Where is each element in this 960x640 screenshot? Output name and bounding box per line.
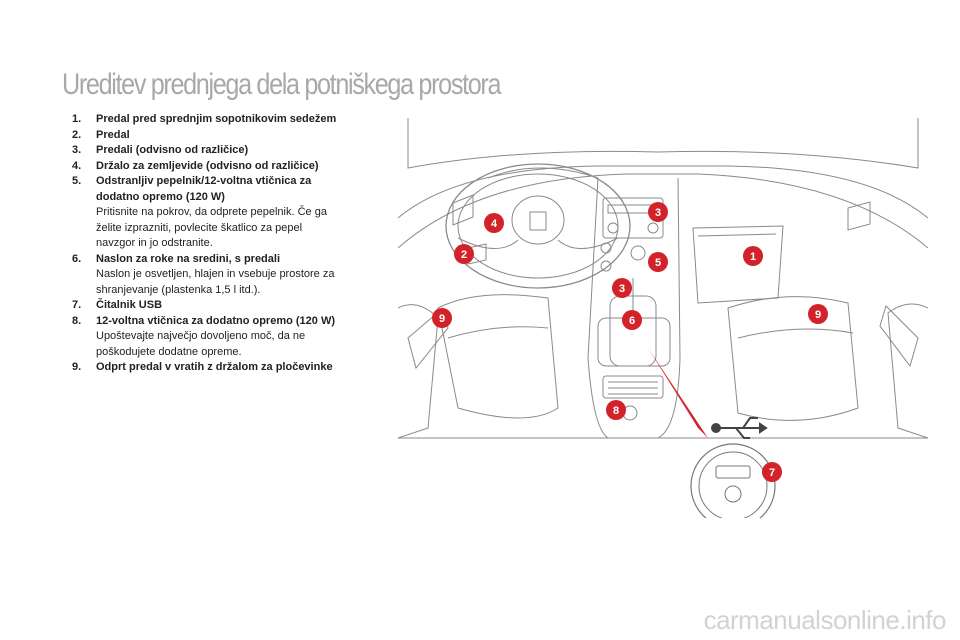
callout-6: 6 <box>622 310 642 330</box>
item-title: Čitalnik USB <box>96 298 342 314</box>
svg-text:6: 6 <box>629 315 635 327</box>
legend-item-4: 4. Držalo za zemljevide (odvisno od razl… <box>72 159 342 175</box>
item-number: 7. <box>72 298 81 314</box>
usb-icon <box>712 418 766 438</box>
dashboard-illustration: 1 2 3 3 4 5 6 7 8 9 9 <box>398 108 928 518</box>
callout-5: 5 <box>648 252 668 272</box>
svg-text:9: 9 <box>815 309 821 321</box>
callout-9-left: 9 <box>432 308 452 328</box>
legend-item-1: 1. Predal pred sprednjim sopotnikovim se… <box>72 112 342 128</box>
svg-text:8: 8 <box>613 405 619 417</box>
callout-3-lower: 3 <box>612 278 632 298</box>
item-number: 1. <box>72 112 81 128</box>
callout-4: 4 <box>484 213 504 233</box>
item-number: 9. <box>72 360 81 376</box>
legend-item-9: 9. Odprt predal v vratih z držalom za pl… <box>72 360 342 376</box>
callout-7: 7 <box>762 462 782 482</box>
watermark: carmanualsonline.info <box>704 605 946 636</box>
item-title: Naslon za roke na sredini, s predali <box>96 252 342 268</box>
legend-item-3: 3. Predali (odvisno od različice) <box>72 143 342 159</box>
item-title: Predali (odvisno od različice) <box>96 143 342 159</box>
callout-3-upper: 3 <box>648 202 668 222</box>
item-title: Predal pred sprednjim sopotnikovim sedež… <box>96 112 342 128</box>
svg-text:4: 4 <box>491 218 498 230</box>
item-title: Odprt predal v vratih z držalom za ploče… <box>96 360 342 376</box>
item-description: Naslon je osvetljen, hlajen in vsebuje p… <box>96 267 342 298</box>
svg-text:2: 2 <box>461 249 467 261</box>
legend-item-8: 8. 12-voltna vtičnica za dodatno opremo … <box>72 314 342 361</box>
legend-item-5: 5. Odstranljiv pepelnik/12-voltna vtični… <box>72 174 342 252</box>
svg-text:3: 3 <box>655 207 661 219</box>
item-title: 12-voltna vtičnica za dodatno opremo (12… <box>96 314 342 330</box>
item-number: 6. <box>72 252 81 268</box>
callout-9-right: 9 <box>808 304 828 324</box>
item-title: Predal <box>96 128 342 144</box>
legend-list: 1. Predal pred sprednjim sopotnikovim se… <box>72 112 342 376</box>
callout-2: 2 <box>454 244 474 264</box>
item-number: 5. <box>72 174 81 190</box>
legend-item-7: 7. Čitalnik USB <box>72 298 342 314</box>
callout-1: 1 <box>743 246 763 266</box>
item-description: Pritisnite na pokrov, da odprete pepelni… <box>96 205 342 252</box>
legend-item-6: 6. Naslon za roke na sredini, s predali … <box>72 252 342 299</box>
svg-text:9: 9 <box>439 313 445 325</box>
svg-text:3: 3 <box>619 283 625 295</box>
item-title: Držalo za zemljevide (odvisno od različi… <box>96 159 342 175</box>
item-title: Odstranljiv pepelnik/12-voltna vtičnica … <box>96 174 342 205</box>
item-number: 4. <box>72 159 81 175</box>
item-number: 3. <box>72 143 81 159</box>
item-description: Upoštevajte največjo dovoljeno moč, da n… <box>96 329 342 360</box>
callout-8: 8 <box>606 400 626 420</box>
item-number: 8. <box>72 314 81 330</box>
svg-text:7: 7 <box>769 467 775 479</box>
svg-text:5: 5 <box>655 257 661 269</box>
svg-text:1: 1 <box>750 251 756 263</box>
legend-item-2: 2. Predal <box>72 128 342 144</box>
item-number: 2. <box>72 128 81 144</box>
page-title: Ureditev prednjega dela potniškega prost… <box>62 68 500 102</box>
usb-reader-inset <box>691 444 775 518</box>
